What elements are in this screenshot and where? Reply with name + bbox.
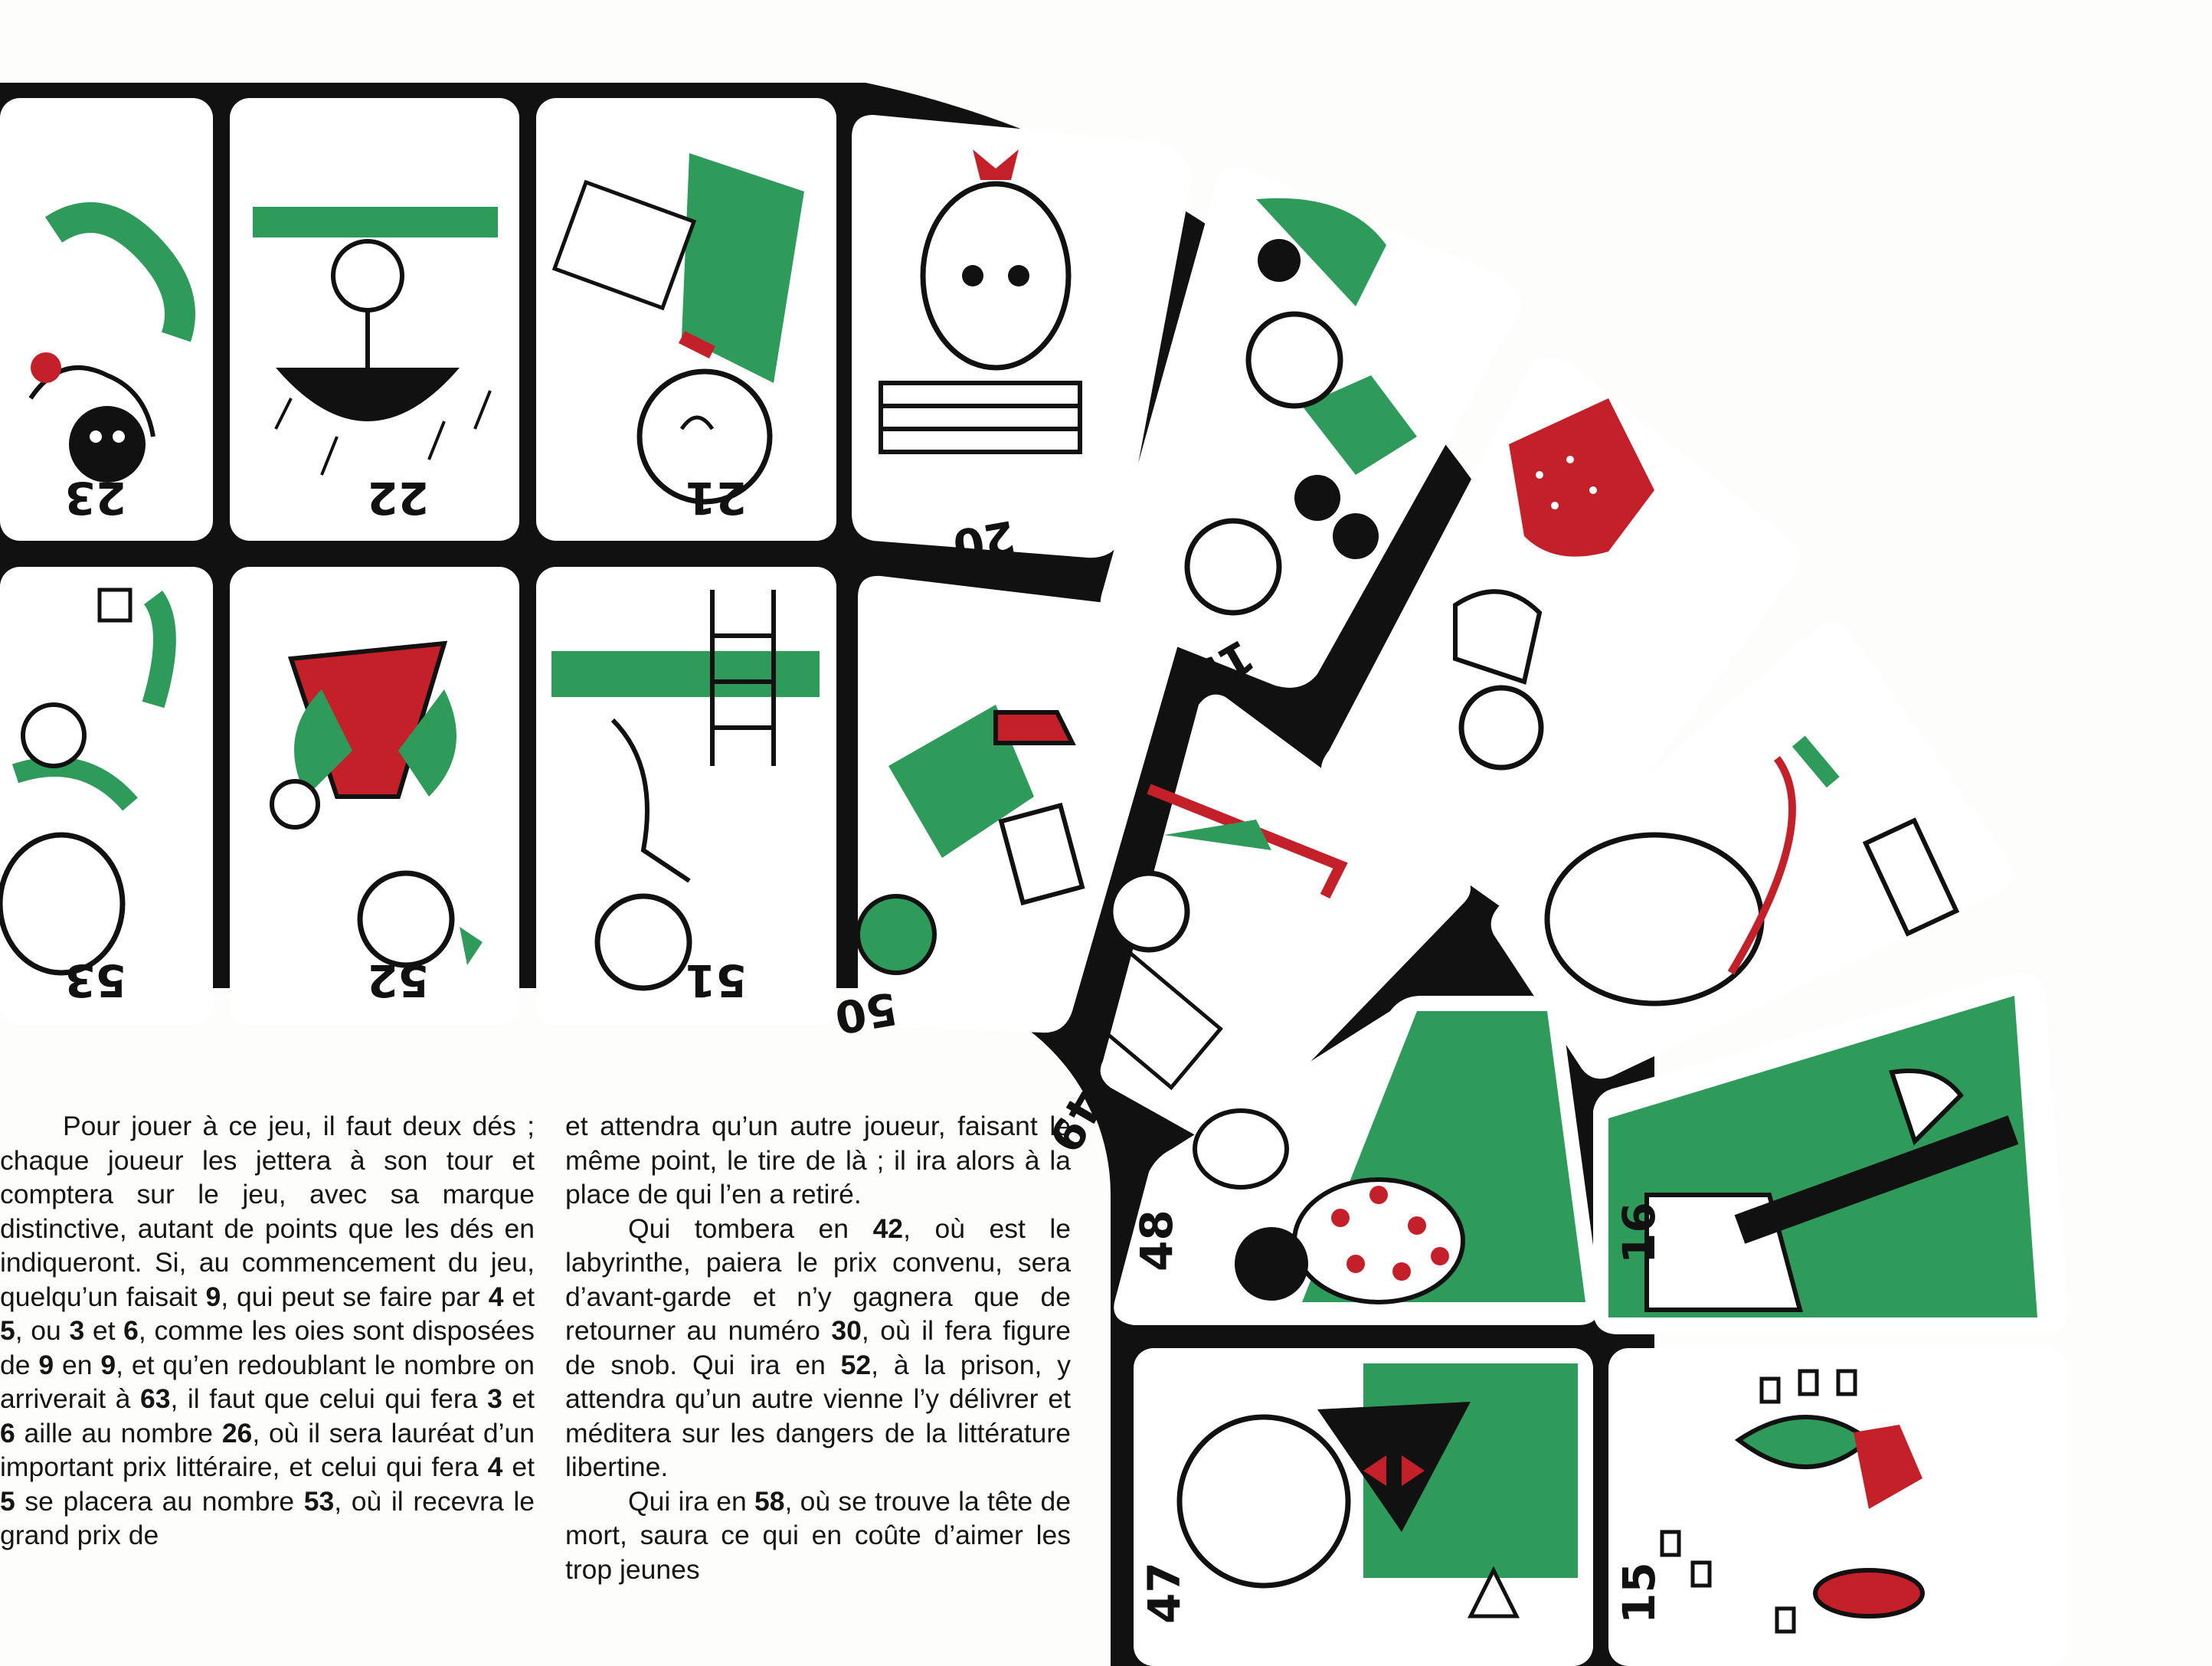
square-number: 51 [685, 954, 747, 1006]
square-50: 50 [831, 575, 1180, 1044]
square-49: 49 [1038, 694, 1471, 1161]
square-number: 21 [685, 472, 747, 524]
square-number: 53 [64, 954, 126, 1006]
square-number: 16 [1613, 1202, 1665, 1264]
rules-paragraph: et attendra qu’un autre joueur, faisant … [565, 1111, 1071, 1209]
square-number: 50 [831, 982, 901, 1044]
square-number: 20 [949, 510, 1019, 572]
square-21: 21 [536, 98, 836, 541]
square-53: 53 [0, 567, 213, 1025]
rules-paragraph: Pour jouer à ce jeu, il faut deux dés ; … [0, 1111, 535, 1550]
rules-paragraph: Qui tombera en 42, où est le labyrinthe,… [565, 1213, 1072, 1483]
rules-column-right: et attendra qu’un autre joueur, faisant … [565, 1109, 1071, 1586]
rules-paragraph: Qui ira en 58, où se trouve la tête de m… [565, 1485, 1071, 1585]
square-23: 23 [0, 98, 213, 541]
square-48: 48 [1114, 996, 1601, 1325]
square-number: 47 [1138, 1562, 1190, 1624]
square-number: 48 [1131, 1209, 1183, 1272]
square-20: 20 [852, 115, 1192, 572]
square-51: 51 [536, 567, 836, 1025]
square-47: 47 [1134, 1348, 1593, 1666]
square-15: 15 [1608, 1348, 2068, 1666]
square-number: 23 [64, 472, 126, 524]
square-number: 15 [1613, 1562, 1665, 1624]
square-16: 16 [1593, 972, 2068, 1334]
square-52: 52 [230, 567, 519, 1025]
square-22: 22 [230, 98, 519, 541]
square-number: 22 [367, 472, 429, 524]
square-17: 17 [1490, 621, 2013, 1108]
square-19: 19 [1100, 167, 1522, 705]
square-number: 52 [367, 954, 429, 1006]
rules-column-left: Pour jouer à ce jeu, il faut deux dés ; … [0, 1109, 535, 1553]
